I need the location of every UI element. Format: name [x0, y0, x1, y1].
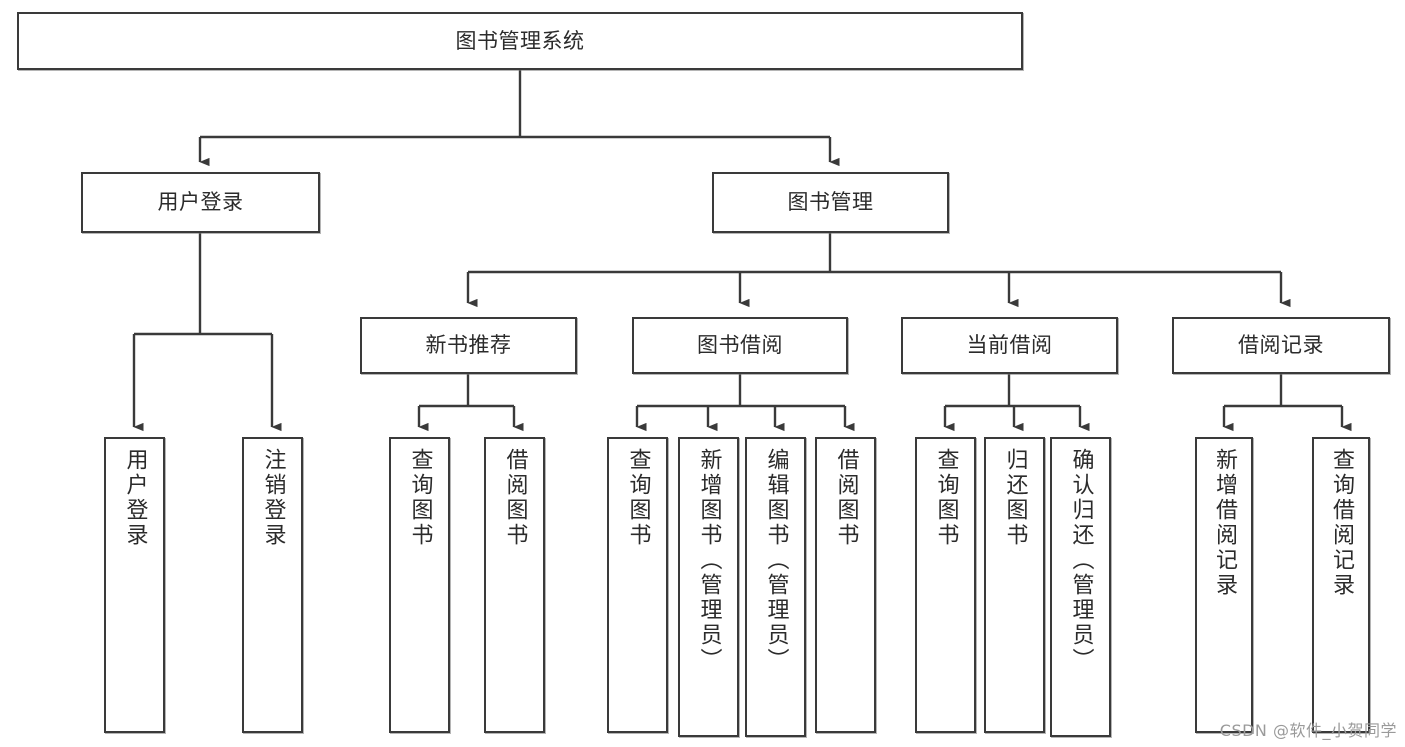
edges-root-to-level2 [198, 70, 840, 167]
node-user-login-label: 用户登录 [157, 190, 244, 215]
leaf-query-book-3[interactable]: 查询图书 [915, 437, 976, 733]
node-borrow-record-label: 借阅记录 [1238, 333, 1324, 358]
leaf-edit-book-admin-label: 编辑图书（管理员） [763, 448, 789, 673]
leaf-return-book[interactable]: 归还图书 [984, 437, 1045, 733]
node-book-management-label: 图书管理 [787, 190, 874, 215]
leaf-logout-login-label: 注销登录 [260, 448, 286, 548]
edges-currentborrow-to-leaves [943, 374, 1090, 432]
leaf-query-borrow-record-label: 查询借阅记录 [1329, 448, 1354, 598]
edges-userlogin-to-leaves [132, 233, 282, 432]
leaf-borrow-book-2-label: 借阅图书 [833, 448, 859, 548]
leaf-confirm-return-admin[interactable]: 确认归还（管理员） [1050, 437, 1111, 737]
leaf-return-book-label: 归还图书 [1002, 448, 1028, 548]
node-book-borrow-label: 图书借阅 [697, 333, 783, 358]
node-book-management[interactable]: 图书管理 [712, 172, 949, 233]
leaf-query-book-2[interactable]: 查询图书 [607, 437, 668, 733]
leaf-borrow-book-1-label: 借阅图书 [502, 448, 528, 548]
leaf-add-borrow-record-label: 新增借阅记录 [1212, 448, 1237, 598]
leaf-add-borrow-record[interactable]: 新增借阅记录 [1195, 437, 1253, 733]
edges-bookborrow-to-leaves [635, 374, 855, 432]
edges-borrowrecord-to-leaves [1222, 374, 1352, 432]
leaf-query-book-1[interactable]: 查询图书 [389, 437, 450, 733]
leaf-add-book-admin-label: 新增图书（管理员） [696, 448, 722, 673]
leaf-query-book-2-label: 查询图书 [625, 448, 651, 548]
node-borrow-record[interactable]: 借阅记录 [1172, 317, 1390, 374]
node-current-borrow-label: 当前借阅 [966, 333, 1053, 358]
node-current-borrow[interactable]: 当前借阅 [901, 317, 1118, 374]
node-new-book-recommend-label: 新书推荐 [425, 333, 512, 358]
leaf-query-borrow-record[interactable]: 查询借阅记录 [1312, 437, 1370, 733]
leaf-logout-login[interactable]: 注销登录 [242, 437, 303, 733]
node-root-label: 图书管理系统 [455, 28, 585, 53]
leaf-add-book-admin[interactable]: 新增图书（管理员） [678, 437, 739, 737]
node-new-book-recommend[interactable]: 新书推荐 [360, 317, 577, 374]
leaf-query-book-1-label: 查询图书 [407, 448, 433, 548]
leaf-user-login[interactable]: 用户登录 [104, 437, 165, 733]
leaf-query-book-3-label: 查询图书 [933, 448, 959, 548]
leaf-edit-book-admin[interactable]: 编辑图书（管理员） [745, 437, 806, 737]
node-root[interactable]: 图书管理系统 [17, 12, 1023, 70]
edges-bookmanagement-to-level3 [466, 233, 1291, 308]
leaf-borrow-book-1[interactable]: 借阅图书 [484, 437, 545, 733]
node-book-borrow[interactable]: 图书借阅 [632, 317, 848, 374]
leaf-confirm-return-admin-label: 确认归还（管理员） [1068, 448, 1094, 673]
leaf-user-login-label: 用户登录 [122, 448, 148, 548]
node-user-login[interactable]: 用户登录 [81, 172, 320, 233]
leaf-borrow-book-2[interactable]: 借阅图书 [815, 437, 876, 733]
edges-newbook-to-leaves [417, 374, 524, 432]
